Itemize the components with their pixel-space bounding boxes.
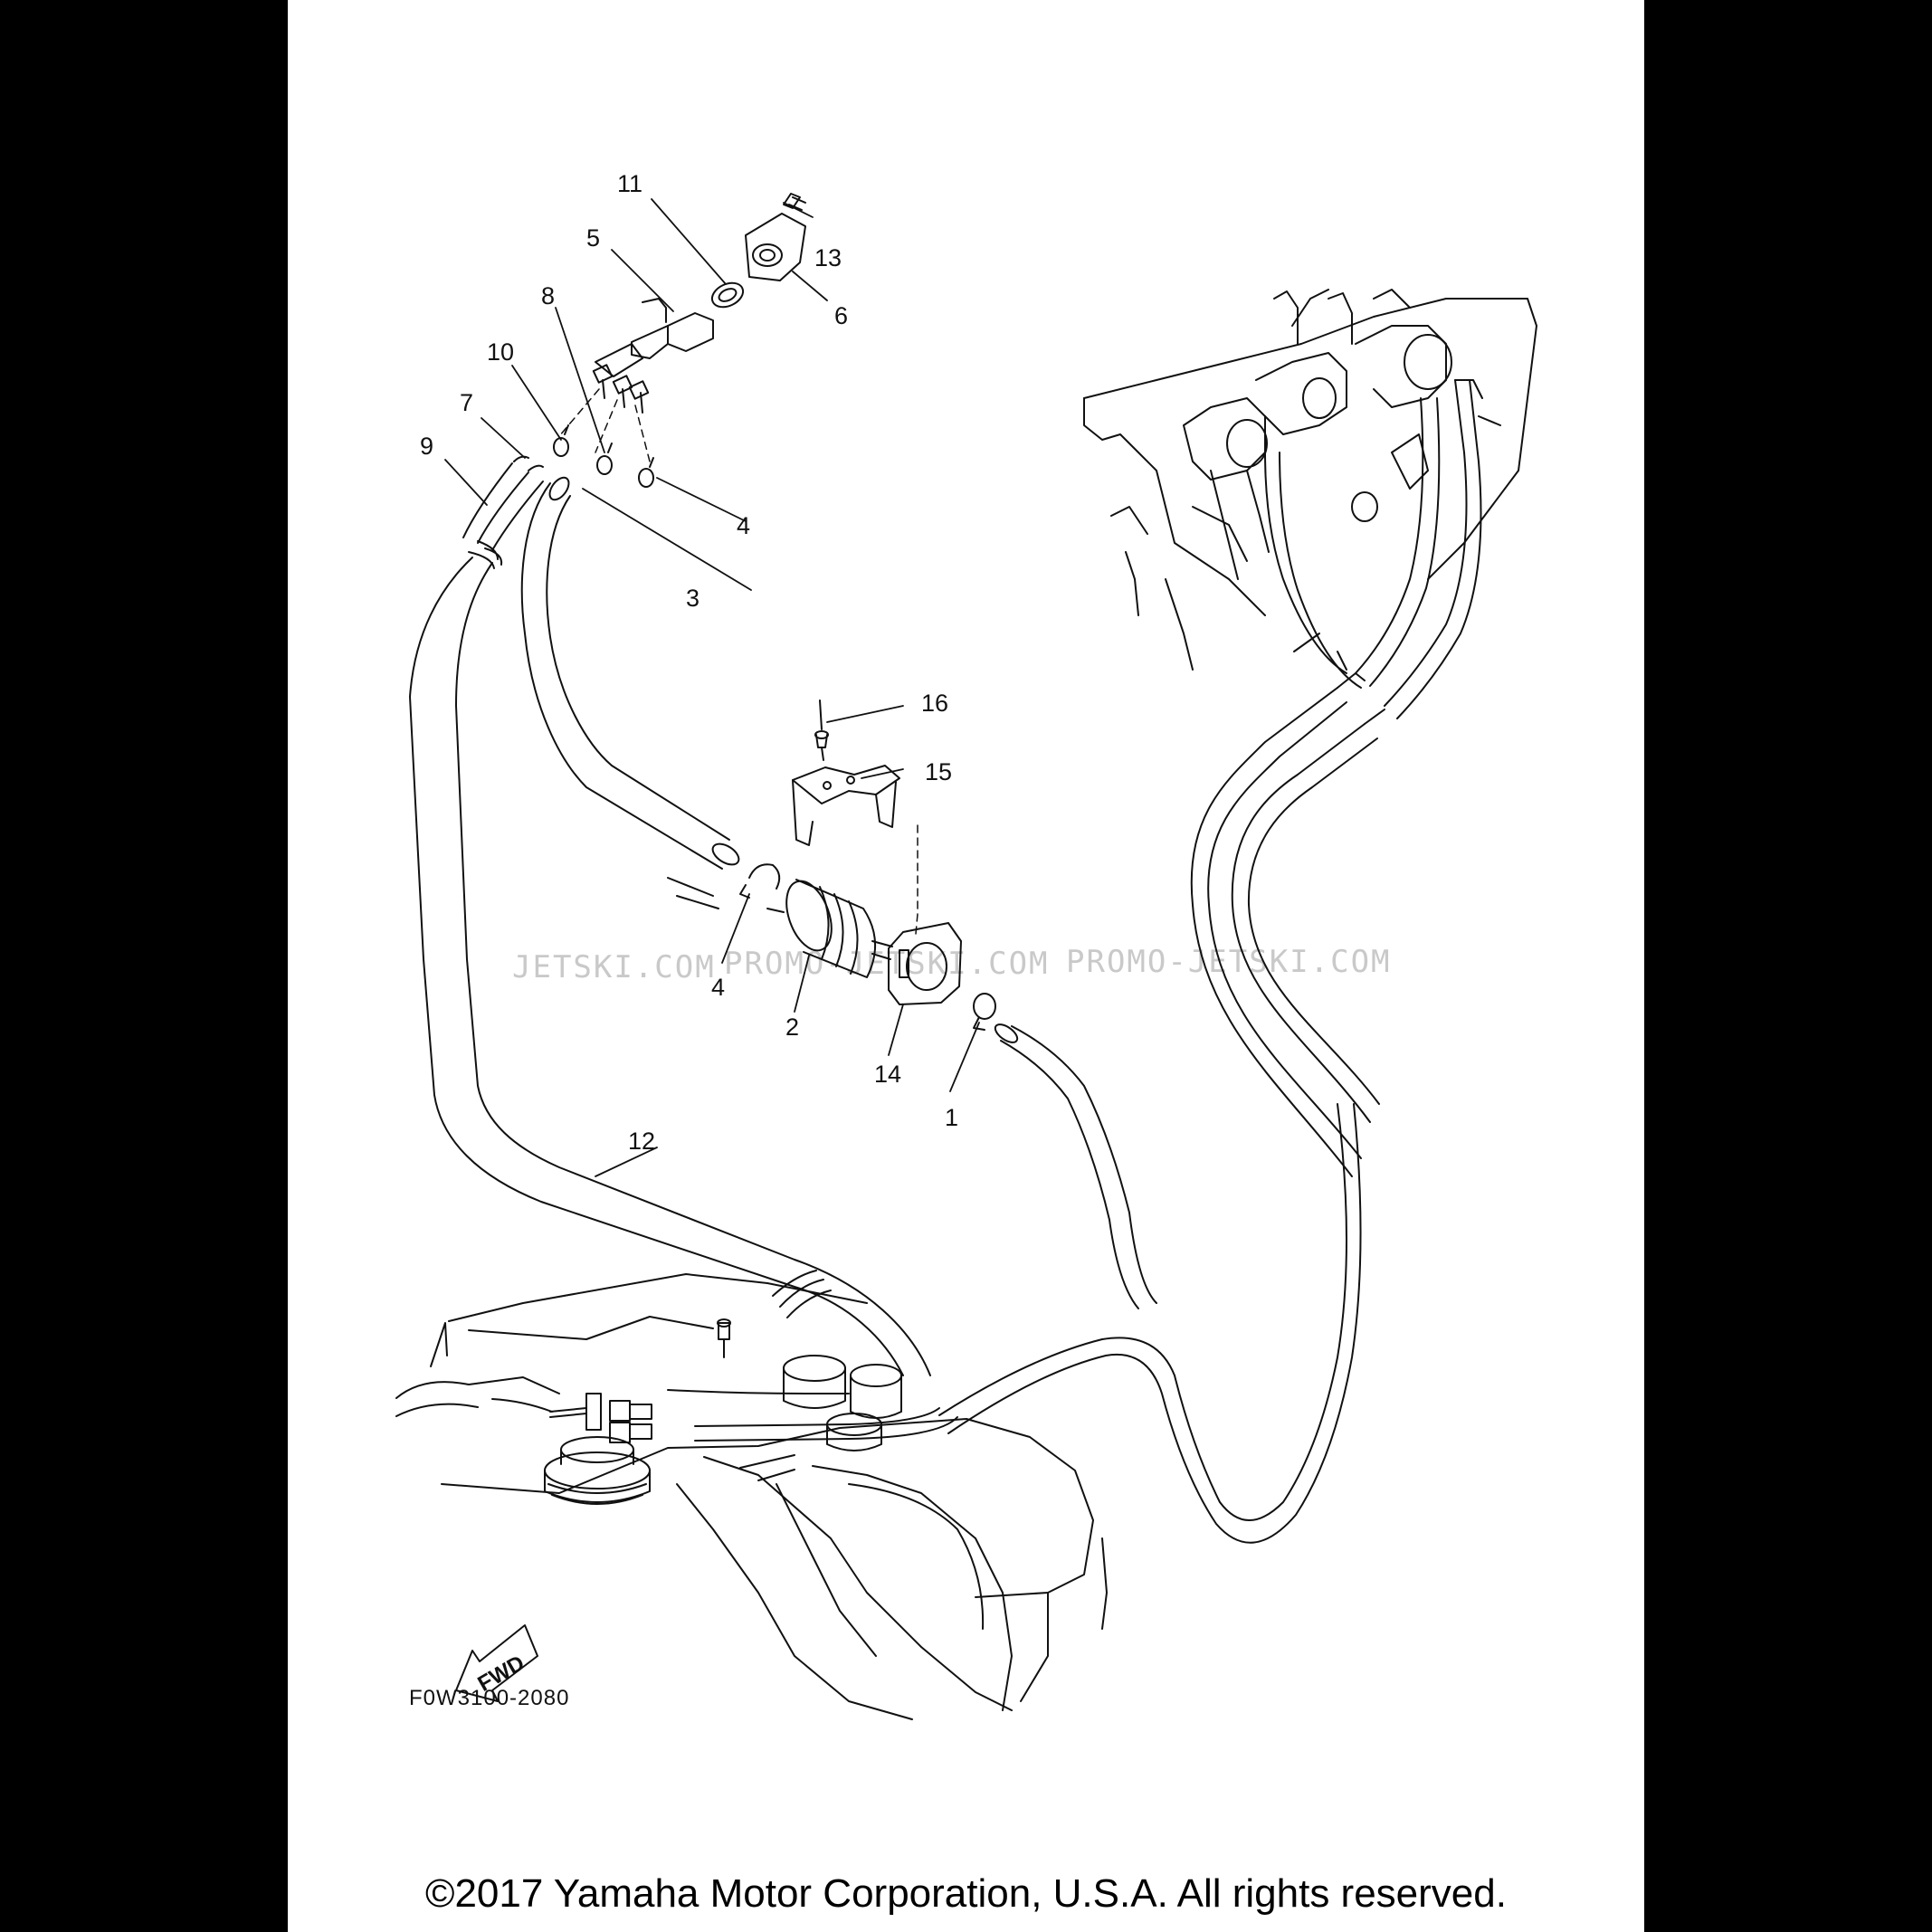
- tank-fittings: [717, 1318, 902, 1451]
- callout-14: 14: [874, 1061, 901, 1088]
- callout-3: 3: [686, 585, 700, 612]
- part-12-oring: [710, 281, 745, 309]
- part-5-fuel-valve: [592, 298, 714, 414]
- callout-7: 7: [460, 389, 473, 416]
- callout-5: 5: [586, 224, 600, 252]
- callout-1: 1: [945, 1104, 958, 1131]
- dashed-guides: [558, 388, 918, 935]
- callout-12: 11: [617, 170, 642, 197]
- watermark-text: PROMO-JETSKI.COM: [1066, 944, 1392, 980]
- diagram-sheet: JETSKI.COM PROMO-JETSKI.COM PROMO-JETSKI…: [288, 0, 1644, 1932]
- copyright-notice: ©2017 Yamaha Motor Corporation, U.S.A. A…: [425, 1871, 1507, 1916]
- callout-15: 15: [925, 758, 952, 785]
- fuel-hose-3: [520, 476, 740, 870]
- clamps-top: [553, 424, 654, 488]
- part-14-filter-holder: [888, 922, 962, 1005]
- diagram-code: F0W3100-2080: [409, 1686, 569, 1710]
- part-16-rivet: [814, 700, 829, 761]
- throttle-body: [1083, 289, 1537, 671]
- callout-10: 10: [487, 338, 514, 366]
- part-15-bracket: [792, 765, 900, 846]
- engine-hoses: [1190, 379, 1482, 1177]
- clamp-4-mid: [739, 863, 781, 899]
- part-6-valve-cover: [745, 213, 806, 281]
- watermark-text: PROMO-JETSKI.COM: [724, 946, 1050, 982]
- part-2-fuel-filter: [766, 879, 893, 978]
- fuel-pump-unit: [491, 1393, 652, 1505]
- callout-8: 8: [541, 282, 555, 309]
- callout-9: 9: [420, 433, 433, 460]
- callout-11: 12: [628, 1128, 655, 1155]
- callout-labels: 11 5 13 6 8 10 7 9 4 3 16 15 4 2 14 1 12: [420, 170, 958, 1155]
- fuel-tank: [395, 1273, 1108, 1720]
- hose-end-near-filter: [667, 877, 719, 909]
- callout-4: 4: [737, 512, 750, 539]
- watermark-text: JETSKI.COM: [512, 949, 716, 985]
- fuel-system-exploded-diagram: JETSKI.COM PROMO-JETSKI.COM PROMO-JETSKI…: [395, 170, 1537, 1720]
- vent-hose-11: [409, 540, 931, 1376]
- fuel-hose-1: [994, 1023, 1157, 1309]
- delivery-hose: [667, 1103, 1362, 1544]
- leader-lines: [444, 198, 980, 1177]
- callout-2: 2: [785, 1014, 799, 1041]
- callout-13: 13: [814, 244, 842, 271]
- callout-4-lower: 4: [711, 974, 725, 1001]
- watermark-layer: JETSKI.COM PROMO-JETSKI.COM PROMO-JETSKI…: [512, 944, 1392, 985]
- callout-16: 16: [921, 690, 948, 717]
- callout-6: 6: [834, 302, 848, 329]
- part-13-screw: [783, 193, 806, 211]
- hoses-7-9: [462, 455, 544, 551]
- clamp-1: [973, 993, 996, 1031]
